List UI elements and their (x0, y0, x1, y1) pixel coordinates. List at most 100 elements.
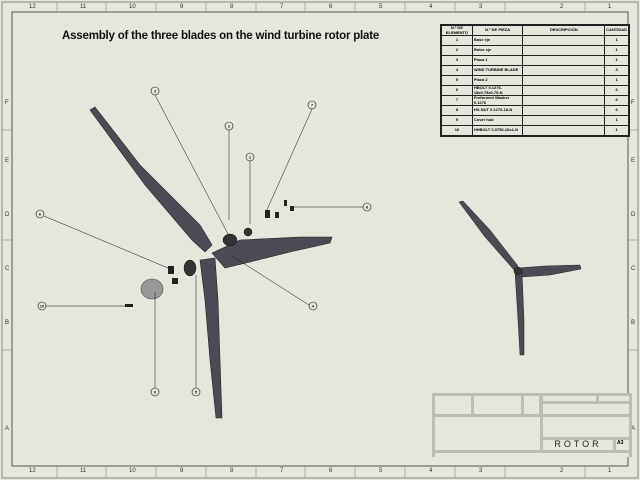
balloon-label: 3 (154, 89, 157, 94)
balloon-label: 5 (195, 390, 198, 395)
hub-shaft (243, 227, 253, 237)
desc-cell (522, 65, 606, 76)
column-label: 7 (280, 4, 284, 10)
column-label: 10 (129, 468, 136, 474)
plate-rear (222, 233, 238, 247)
desc-cell (522, 85, 606, 96)
desc-cell (522, 35, 606, 46)
balloon-label: 6 (39, 212, 42, 217)
balloon (308, 301, 318, 311)
part-cell: HHBOLT 0.3750-16x1-N (471, 125, 524, 137)
column-label: 6 (329, 4, 333, 10)
balloon-label: 2 (228, 124, 231, 129)
item-cell: 6 (440, 85, 473, 96)
blade-upper-left (89, 106, 213, 253)
desc-cell (522, 95, 606, 106)
qty-cell: 1 (604, 45, 630, 56)
item-cell: 2 (440, 45, 473, 56)
row-label: C (5, 266, 10, 272)
desc-cell (522, 115, 606, 126)
balloon (37, 301, 47, 311)
balloon-label: 1 (249, 155, 252, 160)
row-label: A (5, 426, 10, 432)
row-label: F (5, 100, 9, 106)
qty-cell: 1 (604, 55, 630, 66)
column-label: 3 (479, 468, 483, 474)
column-label: 11 (80, 4, 87, 10)
qty-cell: 6 (604, 85, 630, 96)
plate-front (183, 259, 197, 277)
desc-cell (522, 125, 606, 137)
qty-cell: 6 (604, 105, 630, 116)
desc-cell (522, 55, 606, 66)
part-cell: WIND TURBINE BLADE (471, 65, 524, 76)
item-cell: 7 (440, 95, 473, 106)
balloon (191, 387, 201, 397)
desc-cell (522, 45, 606, 56)
balloon (150, 86, 160, 96)
column-label: 5 (379, 468, 383, 474)
column-label: 6 (329, 468, 333, 474)
balloon-label: 7 (311, 103, 314, 108)
balloon (307, 100, 317, 110)
qty-cell: 6 (604, 95, 630, 106)
part-cell: Base eje (471, 35, 524, 46)
qty-cell: 1 (604, 35, 630, 46)
balloon-label: 9 (154, 390, 157, 395)
item-cell: 3 (440, 55, 473, 66)
part-cell: Placa 2 (471, 75, 524, 86)
column-label: 9 (180, 468, 184, 474)
balloon-label: 4 (312, 304, 315, 309)
part-cell: HX-NUT 0.1276-18-N (471, 105, 524, 116)
part-cell: Rotor eje (471, 45, 524, 56)
balloon-label: 10 (40, 304, 45, 309)
assembled-view (458, 200, 582, 356)
balloon-label: 8 (366, 205, 369, 210)
balloon (35, 209, 45, 219)
cover-hub (140, 278, 164, 300)
row-label: E (631, 158, 636, 164)
part-cell: HBOLT 0.1276-18x0.75x0.75-N (471, 85, 524, 96)
balloon (362, 202, 372, 212)
blade-right (211, 236, 333, 269)
item-cell: 5 (440, 75, 473, 86)
header-part: N.º DE PIEZA (471, 24, 524, 36)
row-label: A (631, 426, 636, 432)
column-label: 8 (230, 468, 234, 474)
row-label: D (5, 212, 10, 218)
header-description: DESCRIPCIÓN (522, 24, 606, 36)
sheet-size: A3 (617, 440, 624, 446)
row-label: F (631, 100, 635, 106)
part-cell: Preformed Washer 0.1276 (471, 95, 524, 106)
part-cell: Cover hub (471, 115, 524, 126)
title-block: ROTOR A3 (432, 393, 632, 457)
bill-of-materials: N.º DE ELEMENTO N.º DE PIEZA DESCRIPCIÓN… (440, 24, 630, 137)
header-item: N.º DE ELEMENTO (440, 24, 473, 36)
balloon (224, 121, 234, 131)
row-label: D (631, 212, 636, 218)
desc-cell (522, 75, 606, 86)
column-label: 12 (29, 4, 36, 10)
column-label: 2 (560, 468, 564, 474)
blade-lower (199, 257, 223, 419)
balloon (150, 387, 160, 397)
drawing-title: Assembly of the three blades on the wind… (62, 30, 380, 42)
column-label: 1 (608, 468, 612, 474)
column-label: 2 (560, 4, 564, 10)
qty-cell: 3 (604, 65, 630, 76)
part-cell: Placa 1 (471, 55, 524, 66)
row-label: B (631, 320, 636, 326)
balloon (245, 152, 255, 162)
item-cell: 4 (440, 65, 473, 76)
item-cell: 8 (440, 105, 473, 116)
